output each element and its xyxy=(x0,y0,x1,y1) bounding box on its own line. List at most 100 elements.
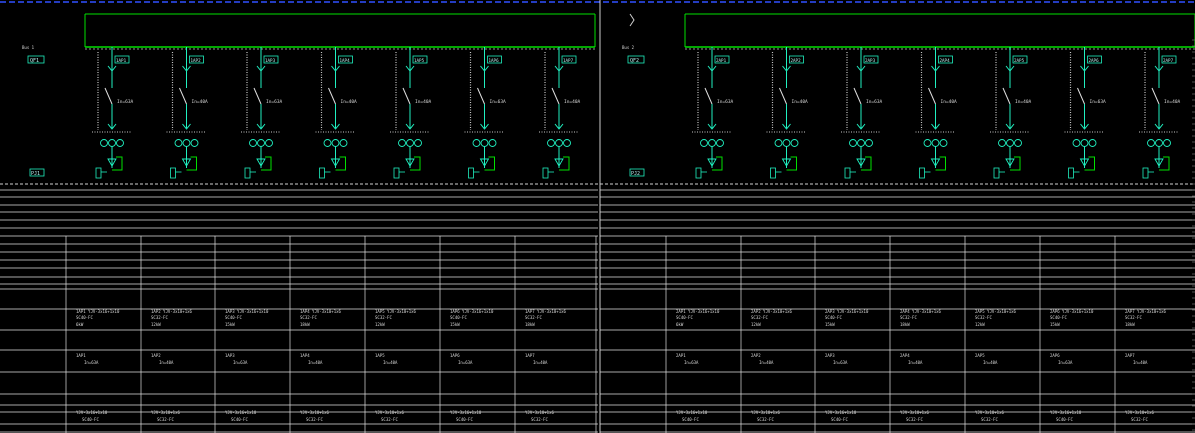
load-value: 12kW xyxy=(151,322,161,327)
load-device-icon xyxy=(770,167,776,179)
cable-spec-footer: YJV-3x10+1x6 xyxy=(1125,410,1154,415)
load-device-icon xyxy=(95,167,102,179)
feeder-tag-table: 2AP3 xyxy=(825,353,835,358)
conduit-spec: SC32-FC xyxy=(975,315,992,320)
current-transformer-icon xyxy=(998,139,1006,147)
triangle-icon xyxy=(1005,158,1015,167)
triangle-icon xyxy=(181,158,192,167)
conduit-spec: SC32-FC xyxy=(151,315,168,320)
incoming-tag-box xyxy=(627,55,645,64)
feeder-tag-table: 2AP6 xyxy=(1050,353,1060,358)
current-transformer-icon xyxy=(865,139,873,147)
current-transformer-icon xyxy=(774,139,783,147)
breaker-contact-icon xyxy=(179,87,187,105)
feeder-tag-box xyxy=(1012,55,1028,64)
incoming-tag: QF2 xyxy=(630,58,639,64)
triangle-icon xyxy=(781,158,792,167)
feeder-tag-table: 1AP5 xyxy=(375,353,385,358)
current-transformer-icon xyxy=(923,139,932,147)
breaker-rating: In=40A xyxy=(564,99,581,105)
panel-1: Bus 1QF1PJ11AP1In=63A1AP2In=40A1AP3In=63… xyxy=(0,13,598,433)
current-transformer-icon xyxy=(331,139,340,147)
load-value: 12kW xyxy=(375,322,385,327)
feeder-tag: 2AP5 xyxy=(1014,58,1025,63)
load-device-icon xyxy=(993,167,1000,179)
panel-2: Bus 2QF2PJ22AP1In=63A2AP2In=40A2AP3In=63… xyxy=(600,13,1195,433)
conduit-spec-footer: SC40-FC xyxy=(231,417,248,422)
arrow-down-icon xyxy=(256,123,266,130)
rating-table: In=40A xyxy=(383,360,398,365)
conduit-spec: SC40-FC xyxy=(225,315,242,320)
feeder-tag-box xyxy=(938,55,953,64)
breaker-contact-icon xyxy=(704,87,713,105)
breaker-contact-icon xyxy=(1002,87,1011,105)
feeder-tag: 1AP7 xyxy=(563,58,574,63)
feeder-tag: 2AP1 xyxy=(716,58,727,63)
ground-bracket xyxy=(712,156,723,171)
cable-spec: 2AP3 YJV-3x16+1x10 xyxy=(825,309,869,314)
conduit-spec-footer: SC32-FC xyxy=(757,417,774,422)
conduit-spec: SC32-FC xyxy=(751,315,768,320)
feeder-tag-box xyxy=(114,55,130,64)
current-transformer-icon xyxy=(857,139,865,147)
rating-table: In=63A xyxy=(684,360,699,365)
rating-table: In=40A xyxy=(159,360,174,365)
feeder-tag: 1AP5 xyxy=(414,58,425,63)
feeder-tag-box xyxy=(561,55,577,64)
incoming-tag: QF1 xyxy=(30,58,39,64)
current-transformer-icon xyxy=(100,139,108,147)
current-transformer-icon xyxy=(108,139,116,147)
load-device-icon xyxy=(919,167,925,179)
arrow-down-icon xyxy=(554,123,564,130)
cable-spec-footer: YJV-3x16+1x10 xyxy=(825,410,857,415)
conduit-spec-footer: SC32-FC xyxy=(981,417,998,422)
feeder-tag: 2AP4 xyxy=(940,58,951,63)
load-device-icon xyxy=(244,167,251,179)
current-transformer-icon xyxy=(1072,139,1081,147)
cable-spec-footer: YJV-3x10+1x6 xyxy=(151,410,180,415)
current-transformer-icon xyxy=(563,139,571,147)
feeder-tag-table: 2AP1 xyxy=(676,353,686,358)
breaker-rating: In=40A xyxy=(192,99,209,105)
breaker-contact-icon xyxy=(104,87,113,105)
current-transformer-icon xyxy=(174,139,183,147)
arrow-down-icon xyxy=(856,123,866,130)
current-transformer-icon xyxy=(716,139,724,147)
rating-table: In=63A xyxy=(833,360,848,365)
rating-table: In=63A xyxy=(84,360,99,365)
conduit-spec: SC40-FC xyxy=(1050,315,1067,320)
cable-spec: 2AP5 YJV-3x10+1x6 xyxy=(975,309,1017,314)
current-transformer-icon xyxy=(182,139,191,147)
cable-spec: 2AP6 YJV-3x16+1x10 xyxy=(1050,309,1094,314)
cable-spec-footer: YJV-3x10+1x6 xyxy=(975,410,1004,415)
breaker-contact-icon xyxy=(928,87,936,105)
ground-bracket xyxy=(935,156,946,171)
feeder-tag-box xyxy=(1161,55,1177,64)
triangle-icon xyxy=(479,158,490,167)
feeder-tag: 1AP2 xyxy=(191,58,202,63)
feeder-tag: 1AP4 xyxy=(340,58,351,63)
incoming-breaker-icon xyxy=(629,13,635,27)
conduit-spec-footer: SC40-FC xyxy=(682,417,699,422)
ground-bracket xyxy=(861,156,872,171)
ground-bracket xyxy=(786,156,797,171)
conduit-spec: SC40-FC xyxy=(825,315,842,320)
feeder-tag-box xyxy=(863,55,879,64)
breaker-contact-icon xyxy=(477,87,485,105)
conduit-spec-footer: SC40-FC xyxy=(831,417,848,422)
current-transformer-icon xyxy=(555,139,563,147)
feeder-tag: 2AP7 xyxy=(1163,58,1174,63)
arrow-down-icon xyxy=(331,123,340,130)
feeder-tag: 1AP6 xyxy=(489,58,500,63)
load-device-icon xyxy=(319,167,325,179)
arrow-down-icon xyxy=(107,123,117,130)
breaker-contact-icon xyxy=(779,87,787,105)
triangle-icon xyxy=(330,158,341,167)
arrow-down-icon xyxy=(182,123,191,130)
conduit-spec-footer: SC32-FC xyxy=(306,417,323,422)
